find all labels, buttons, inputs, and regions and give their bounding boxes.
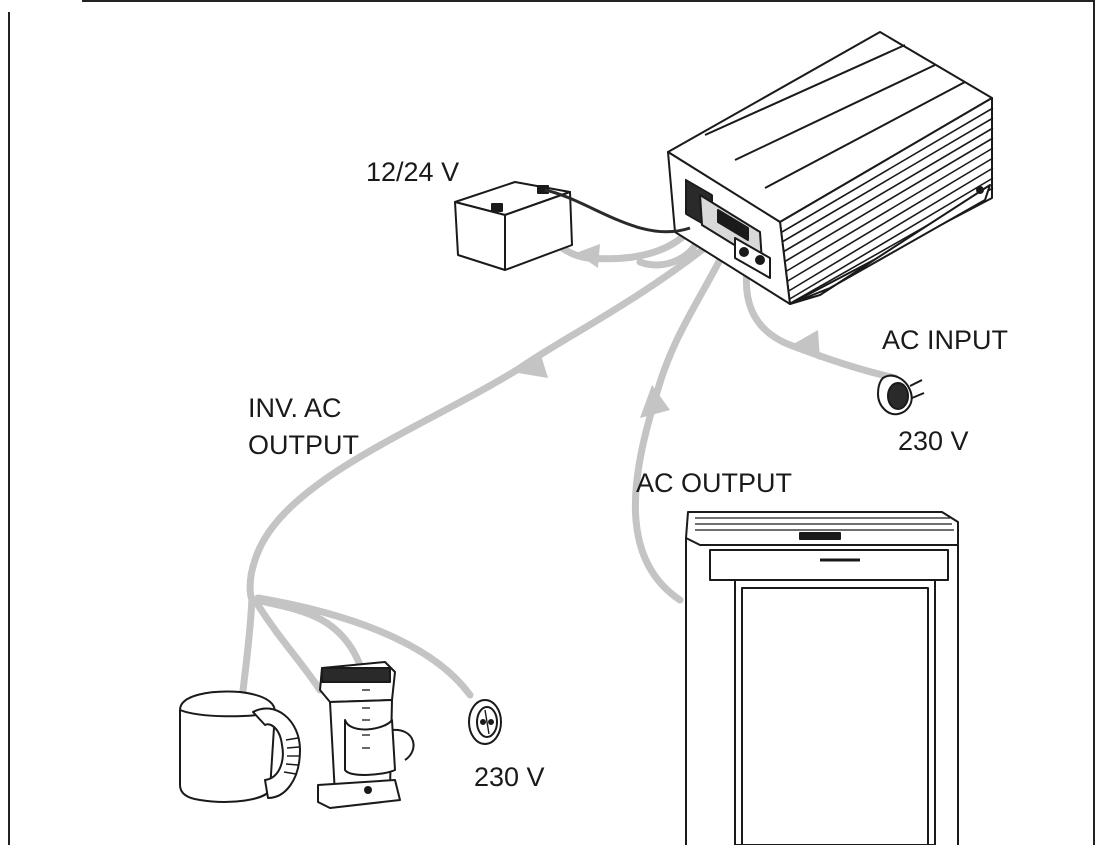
arrow-battery xyxy=(576,244,600,268)
power-plug-icon xyxy=(876,374,925,416)
battery-cable-dark xyxy=(544,188,691,234)
wall-socket-icon xyxy=(468,699,502,745)
plug-voltage-label: 230 V xyxy=(898,426,969,456)
refrigerator-icon xyxy=(685,511,959,845)
arrow-inv-ac xyxy=(512,352,548,378)
kettle-icon xyxy=(179,690,301,803)
inv-ac-output-label-line1: INV. AC xyxy=(248,393,342,423)
socket-voltage-label: 230 V xyxy=(474,762,545,792)
ac-input-cable xyxy=(742,258,899,382)
inv-ac-output-label-line2: OUTPUT xyxy=(248,430,359,460)
battery-icon xyxy=(454,181,573,271)
arrow-group xyxy=(512,244,820,418)
ac-input-label: AC INPUT xyxy=(882,325,1009,355)
inv-ac-output-cable xyxy=(246,238,716,604)
cable-to-kettle xyxy=(238,594,256,704)
arrow-ac-output xyxy=(640,385,670,418)
frame-left-border xyxy=(8,12,10,845)
arrow-ac-input xyxy=(790,330,820,360)
battery-voltage-label: 12/24 V xyxy=(366,157,460,187)
frame-top-border xyxy=(82,0,1095,2)
cable-to-coffee-2 xyxy=(252,598,324,694)
ac-output-label: AC OUTPUT xyxy=(636,468,793,498)
cable-to-socket xyxy=(254,594,474,699)
coffee-maker-icon xyxy=(317,661,415,809)
frame-right-border xyxy=(1093,0,1095,845)
power-inverter-unit xyxy=(667,31,994,305)
